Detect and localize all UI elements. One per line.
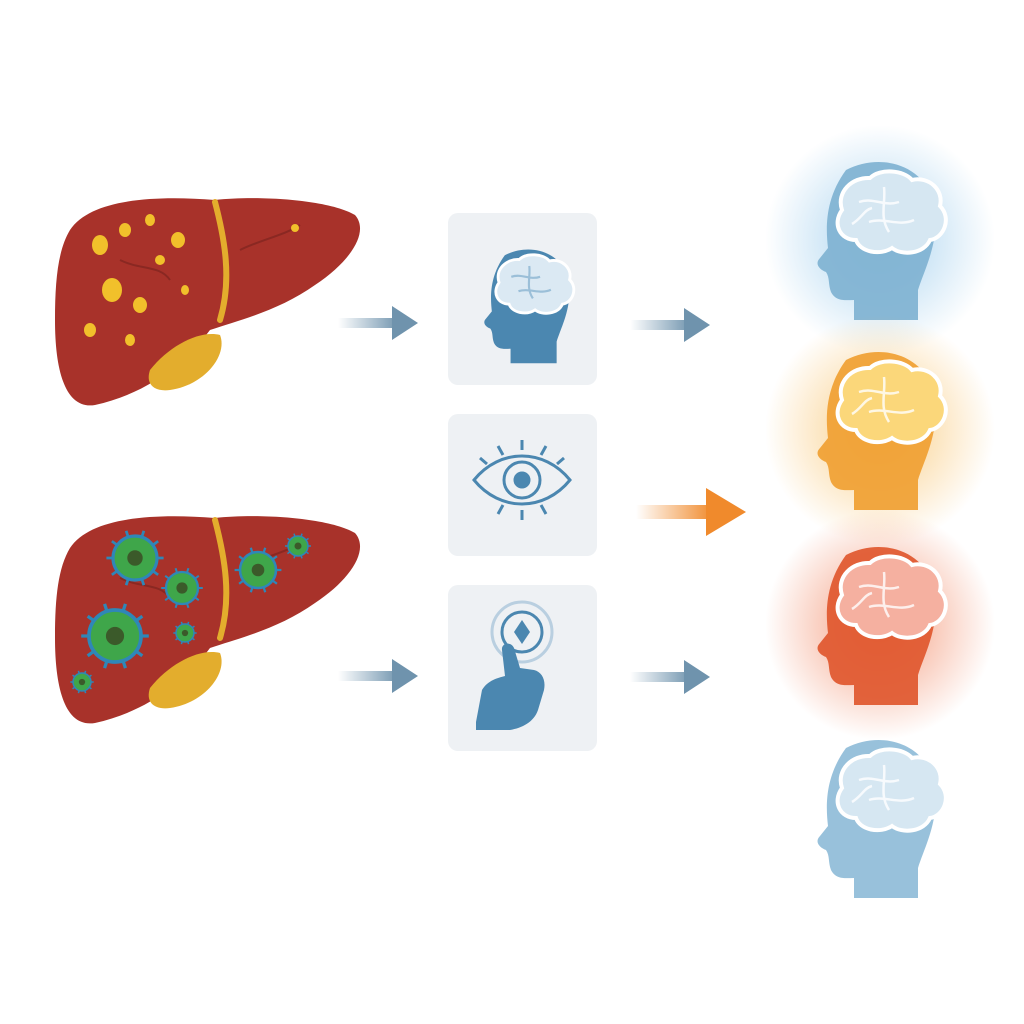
cognition-card bbox=[448, 213, 597, 385]
arrow-top-right bbox=[630, 308, 710, 342]
pointing-hand-icon bbox=[476, 600, 554, 730]
eye-icon bbox=[472, 440, 572, 520]
fat-deposits bbox=[84, 214, 299, 346]
normal-brain-head-icon bbox=[817, 740, 948, 898]
arrow-bottom-left bbox=[338, 659, 418, 693]
motor-card bbox=[448, 585, 597, 751]
virus-icon bbox=[234, 547, 282, 593]
virus-icon bbox=[285, 533, 311, 559]
virus-icon bbox=[173, 621, 197, 645]
healthy-brain-head-icon bbox=[765, 125, 995, 355]
virus-infected-liver-icon bbox=[55, 516, 360, 723]
virus-icon bbox=[161, 567, 203, 609]
virus-icon bbox=[81, 603, 149, 669]
fatty-liver-icon bbox=[55, 198, 360, 405]
head-brain-icon bbox=[484, 249, 576, 364]
arrow-middle-right bbox=[636, 488, 746, 536]
viruses bbox=[70, 530, 311, 694]
virus-icon bbox=[106, 530, 164, 586]
severe-brain-head-icon bbox=[765, 510, 995, 740]
arrow-top-left bbox=[338, 306, 418, 340]
arrow-bottom-right bbox=[630, 660, 710, 694]
vision-card bbox=[448, 414, 597, 556]
mild-brain-head-icon bbox=[765, 315, 995, 545]
virus-icon bbox=[70, 670, 94, 694]
